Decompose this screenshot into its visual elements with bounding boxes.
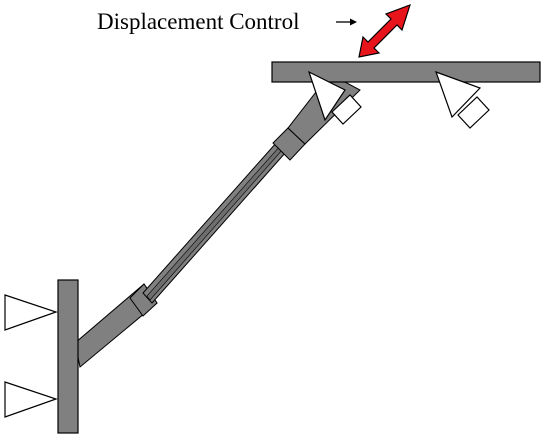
- double-headed-arrow-icon: [358, 4, 411, 58]
- left-column-plate: [57, 279, 79, 434]
- top-right-support: [435, 71, 490, 129]
- roller-block-icon: [457, 96, 490, 129]
- triangle-support-icon: [4, 294, 58, 331]
- top-beam-plate: [271, 61, 541, 83]
- small-right-arrow-icon: [336, 18, 357, 26]
- triangle-support-icon: [435, 71, 482, 119]
- displacement-control-label: Displacement Control: [97, 9, 300, 34]
- top-left-support: [307, 70, 362, 125]
- triangle-support-icon: [307, 70, 346, 122]
- triangle-support-icon: [4, 381, 58, 418]
- roller-block-icon: [331, 94, 362, 125]
- brace-member: [74, 73, 361, 368]
